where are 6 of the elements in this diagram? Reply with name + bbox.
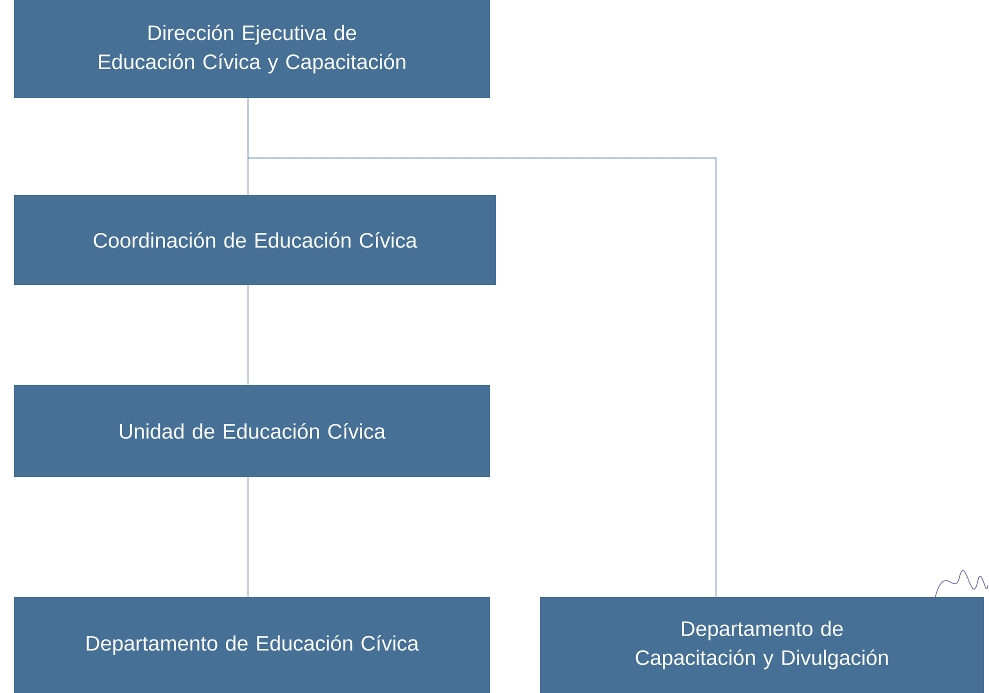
connector-line [248, 98, 716, 598]
org-box: Unidad de Educación Cívica [14, 385, 490, 477]
org-box: Departamento de Educación Cívica [14, 597, 490, 693]
org-box: Departamento de Capacitación y Divulgación [540, 597, 984, 693]
org-box: Coordinación de Educación Cívica [14, 195, 496, 285]
org-box: Dirección Ejecutiva de Educación Cívica y Capacitación [14, 0, 490, 98]
